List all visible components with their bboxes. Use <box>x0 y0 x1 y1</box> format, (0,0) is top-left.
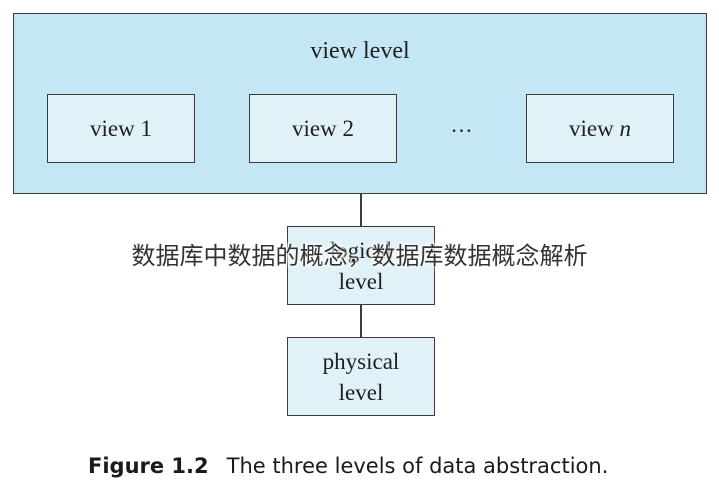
view-1-number: 1 <box>140 115 152 141</box>
view-2-number: 2 <box>342 115 354 141</box>
views-ellipsis: … <box>450 112 474 137</box>
view-level-label: view level <box>310 38 410 64</box>
physical-level-box: physical level <box>287 337 435 416</box>
logical-level-line1: logical <box>329 237 393 263</box>
view-n-number: n <box>619 115 631 141</box>
view-1-prefix: view <box>90 115 141 141</box>
figure-caption: Figure 1.2 The three levels of data abstr… <box>88 454 608 478</box>
view-n-box: view n <box>526 94 674 163</box>
logical-level-box: logical level <box>287 226 435 305</box>
watermark-text: 数据库中数据的概念，数据库数据概念解析 <box>131 242 588 270</box>
view-2-prefix: view <box>292 115 343 141</box>
view-1-box: view 1 <box>47 94 195 163</box>
caption-text: The three levels of data abstraction. <box>226 454 609 478</box>
logical-to-physical-connector <box>360 305 362 337</box>
view-n-prefix: view <box>569 115 620 141</box>
logical-level-line2: level <box>338 268 384 294</box>
view-2-box: view 2 <box>249 94 397 163</box>
physical-level-line2: level <box>338 379 384 405</box>
figure-label: Figure 1.2 <box>88 454 209 478</box>
view-to-logical-connector <box>360 194 362 226</box>
physical-level-line1: physical <box>322 348 400 374</box>
